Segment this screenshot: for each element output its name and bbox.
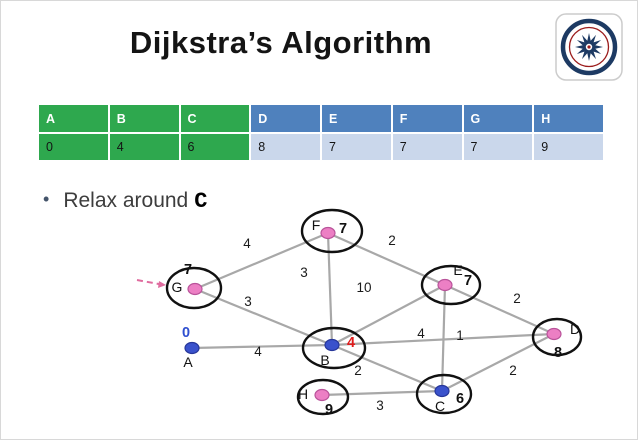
- table-value-cell: 7: [392, 134, 464, 162]
- node-dot: [314, 388, 330, 402]
- node-dot: [437, 278, 453, 292]
- node-label: F: [312, 217, 321, 233]
- node-distance-label: 7: [464, 273, 472, 289]
- edge-weight-label: 1: [456, 328, 464, 343]
- table-value-cell: 7: [463, 134, 535, 162]
- edge-weight-label: 3: [300, 265, 308, 280]
- edge-line: [191, 343, 333, 350]
- node-label: H: [298, 386, 308, 402]
- node-distance-label: 8: [554, 345, 562, 361]
- annotation-arrowhead-icon: [158, 281, 166, 288]
- edge-line: [321, 389, 443, 397]
- logo-star-dot: [587, 45, 591, 49]
- edge-weight-label: 10: [356, 280, 371, 295]
- node-label: E: [453, 262, 462, 278]
- node-highlight-circle: [165, 266, 223, 310]
- table-value-cell: 7: [322, 134, 393, 162]
- edge-weight-label: 2: [509, 363, 517, 378]
- node-highlight-circle: [415, 373, 473, 415]
- node-distance-label: 7: [339, 221, 347, 237]
- table-value-cell: 6: [180, 134, 252, 162]
- slide-title: Dijkstra’s Algorithm: [129, 25, 433, 60]
- table-value-cell: 9: [534, 134, 605, 162]
- node-label: G: [172, 279, 183, 295]
- node-distance-label: 9: [325, 402, 333, 418]
- bullet-icon: •: [43, 189, 50, 209]
- table-value-cell: 0: [39, 134, 110, 162]
- edge-line: [327, 231, 446, 287]
- table-header-cell: F: [392, 105, 464, 134]
- table-header-cell: C: [180, 105, 252, 134]
- edge-weight-label: 4: [243, 236, 251, 251]
- node-label: C: [435, 398, 445, 414]
- node-label: D: [570, 321, 580, 337]
- table-header-cell: G: [463, 105, 535, 134]
- edge-weight-label: 3: [376, 398, 384, 413]
- node-dot: [546, 327, 562, 341]
- node-dot: [324, 338, 340, 352]
- bullet-text: Relax around: [63, 189, 189, 212]
- edge-weight-label: 4: [417, 326, 425, 341]
- table-value-cell: 8: [251, 134, 322, 162]
- node-highlight-circle: [420, 264, 482, 306]
- university-logo-icon: [555, 13, 623, 81]
- table-header-cell: H: [534, 105, 605, 134]
- bullet-emphasis: C: [194, 189, 208, 214]
- edge-line: [194, 287, 333, 347]
- edge-line: [331, 343, 443, 393]
- node-highlight-circle: [300, 208, 364, 254]
- node-distance-label: 0: [182, 325, 190, 341]
- node-dot: [184, 341, 200, 355]
- edge-line: [444, 283, 555, 336]
- node-dot: [434, 384, 450, 398]
- table-value-cell: 4: [109, 134, 181, 162]
- table-header-cell: A: [39, 105, 110, 134]
- edge-weight-label: 2: [513, 291, 521, 306]
- node-highlight-circle: [301, 326, 367, 370]
- node-label: A: [183, 354, 193, 370]
- table-header-cell: D: [251, 105, 322, 134]
- edge-line: [194, 231, 329, 291]
- node-distance-label: 7: [184, 262, 192, 278]
- edge-weight-label: 2: [354, 363, 362, 378]
- edge-weight-label: 2: [388, 233, 396, 248]
- node-label: B: [320, 352, 329, 368]
- node-highlight-circle: [296, 378, 350, 416]
- logo-inner-ring: [568, 26, 610, 68]
- node-distance-label: 6: [456, 391, 464, 407]
- table-header-cell: E: [322, 105, 393, 134]
- node-dot: [320, 226, 336, 240]
- node-highlight-circle: [531, 317, 583, 357]
- node-dot: [187, 282, 203, 296]
- node-distance-label: 4: [347, 335, 355, 351]
- table-header-cell: B: [109, 105, 181, 134]
- edge-weight-label: 3: [244, 294, 252, 309]
- edge-weight-label: 4: [254, 344, 262, 359]
